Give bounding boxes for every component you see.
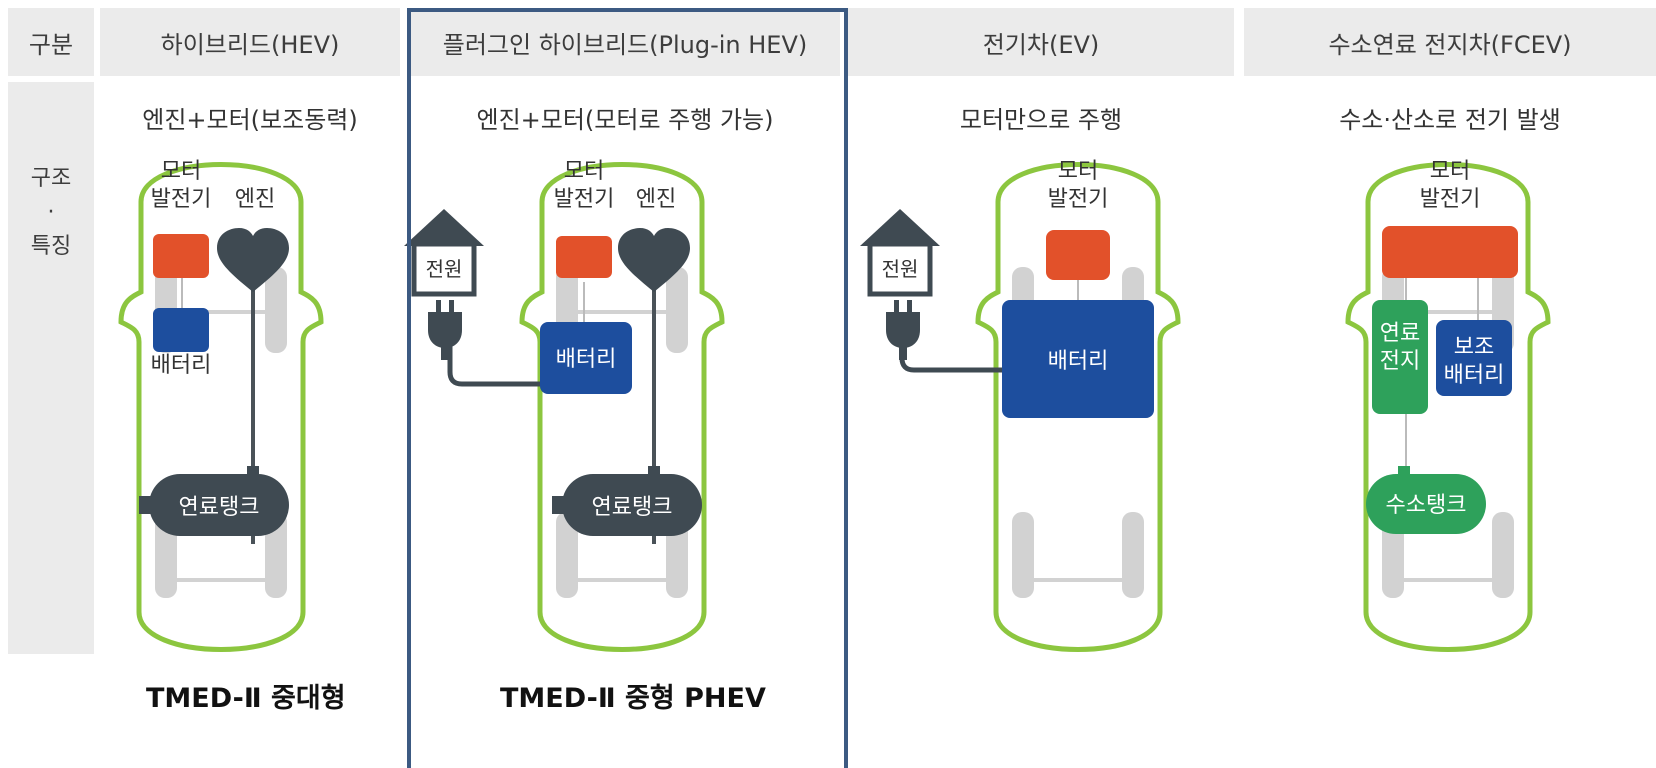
phev-car: 모터 발전기 엔진 배터리 연료탱크 bbox=[447, 159, 722, 650]
ev-power-label: 전원 bbox=[882, 257, 919, 281]
header-fcev: 수소연료 전지차(FCEV) bbox=[1244, 8, 1656, 76]
hev-battery-label: 배터리 bbox=[151, 353, 212, 378]
ev-motor-block bbox=[1046, 230, 1110, 280]
fcev-car: 모터 발전기 연료 전지 보조 배터리 수소탱크 bbox=[1348, 159, 1548, 650]
header-category: 구분 bbox=[8, 8, 94, 76]
caption-phev: TMED-Ⅱ 중형 PHEV bbox=[500, 683, 766, 714]
phev-generator-label: 발전기 bbox=[554, 187, 615, 212]
hev-fuel-tank bbox=[149, 474, 289, 536]
fcev-aux-label: 보조 bbox=[1454, 335, 1494, 360]
ev-motor-label: 모터 bbox=[1058, 159, 1098, 184]
desc-phev: 엔진+모터(모터로 주행 가능) bbox=[476, 106, 774, 134]
row-label-line2: 특징 bbox=[30, 234, 72, 259]
hev-generator-label: 발전기 bbox=[151, 187, 212, 212]
hev-engine-label: 엔진 bbox=[235, 187, 275, 212]
fcev-fuel-label: 연료 bbox=[1380, 321, 1420, 346]
fcev-motor-label: 모터 bbox=[1430, 159, 1470, 184]
hev-motor-label: 모터 bbox=[161, 159, 201, 184]
ev-plug-icon bbox=[886, 300, 920, 360]
ev-battery-label: 배터리 bbox=[1048, 349, 1109, 374]
fcev-cell-label: 전지 bbox=[1380, 349, 1420, 374]
ev-battery-block bbox=[1002, 300, 1154, 418]
fcev-motor-block bbox=[1382, 226, 1518, 278]
fcev-fuel-cell-block bbox=[1372, 300, 1428, 414]
fcev-aux-battery-label: 배터리 bbox=[1444, 363, 1505, 388]
phev-motor-label: 모터 bbox=[564, 159, 604, 184]
desc-hev: 엔진+모터(보조동력) bbox=[142, 106, 358, 134]
header-ev: 전기차(EV) bbox=[848, 8, 1234, 76]
fcev-hydrogen-tank-label: 수소탱크 bbox=[1386, 493, 1467, 518]
caption-hev: TMED-Ⅱ 중대형 bbox=[146, 683, 346, 714]
phev-motor-block bbox=[556, 236, 612, 278]
hev-fuel-tank-label: 연료탱크 bbox=[179, 495, 260, 520]
ev-generator-label: 발전기 bbox=[1048, 187, 1109, 212]
header-phev: 플러그인 하이브리드(Plug-in HEV) bbox=[410, 8, 840, 76]
row-label-dot: · bbox=[47, 200, 55, 225]
hev-motor-block bbox=[153, 234, 209, 278]
row-label-line1: 구조 bbox=[30, 166, 72, 191]
row-label-background bbox=[8, 82, 94, 654]
hev-car: 모터 발전기 엔진 배터리 연료탱크 bbox=[121, 159, 321, 650]
row-label: 구조 · 특징 bbox=[8, 162, 94, 264]
desc-fcev: 수소·산소로 전기 발생 bbox=[1339, 106, 1561, 134]
phev-house-icon: 전원 bbox=[404, 209, 484, 294]
ev-house-icon: 전원 bbox=[860, 209, 940, 294]
hev-battery-block bbox=[153, 308, 209, 352]
phev-power-label: 전원 bbox=[426, 257, 463, 281]
fcev-generator-label: 발전기 bbox=[1420, 187, 1481, 212]
phev-battery-block bbox=[540, 322, 632, 394]
desc-ev: 모터만으로 주행 bbox=[959, 106, 1123, 134]
fcev-aux-battery-block bbox=[1436, 320, 1512, 396]
phev-fuel-tank-label: 연료탱크 bbox=[592, 495, 673, 520]
header-hev: 하이브리드(HEV) bbox=[100, 8, 400, 76]
phev-engine-label: 엔진 bbox=[636, 187, 676, 212]
fcev-hydrogen-tank bbox=[1366, 474, 1486, 534]
phev-highlight-frame bbox=[407, 8, 848, 768]
ev-car: 모터 발전기 배터리 bbox=[899, 159, 1178, 650]
phev-fuel-tank bbox=[562, 474, 702, 536]
phev-battery-label: 배터리 bbox=[556, 347, 617, 372]
